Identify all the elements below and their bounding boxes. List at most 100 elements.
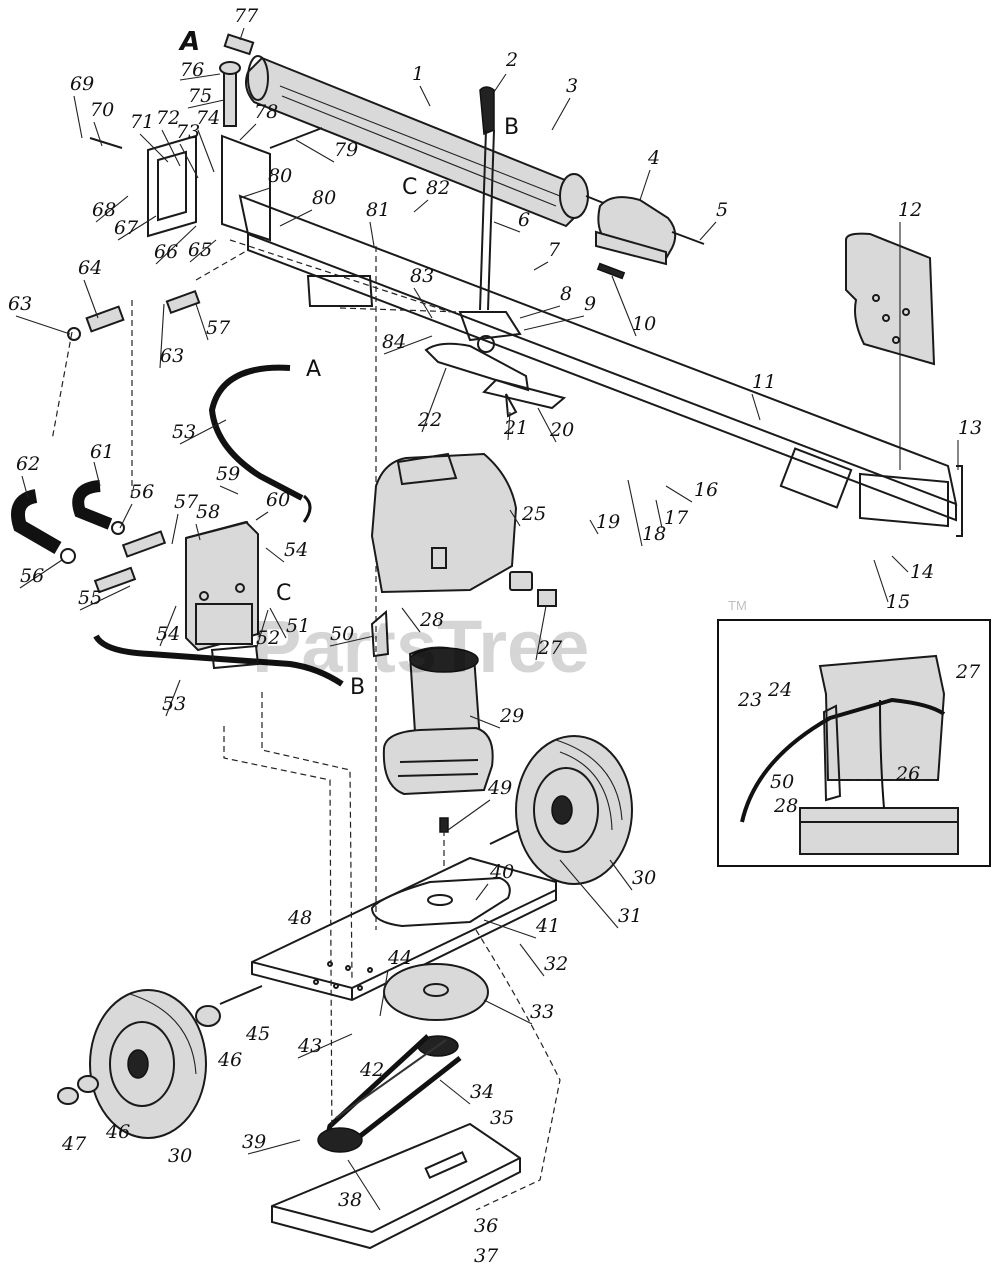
part-number-28[interactable]: 28: [419, 609, 444, 631]
part-number-5[interactable]: 5: [716, 199, 728, 221]
part-number-14[interactable]: 14: [910, 561, 934, 583]
part-number-78[interactable]: 78: [254, 101, 278, 123]
part-number-19[interactable]: 19: [596, 511, 620, 533]
part-number-61[interactable]: 61: [90, 441, 114, 463]
part-number-32[interactable]: 32: [544, 953, 568, 975]
part-number-48[interactable]: 48: [287, 907, 312, 929]
motor-shroud[interactable]: [370, 452, 518, 594]
part-number-56b[interactable]: 56: [20, 565, 44, 587]
part-number-40[interactable]: 40: [489, 861, 514, 883]
part-number-41[interactable]: 41: [535, 915, 560, 937]
part-number-43[interactable]: 43: [297, 1035, 322, 1057]
part-number-71[interactable]: 71: [130, 111, 154, 133]
part-number-79[interactable]: 79: [334, 139, 358, 161]
inset-part-number-26[interactable]: 26: [895, 763, 920, 785]
part-number-36[interactable]: 36: [474, 1215, 498, 1237]
part-number-12[interactable]: 12: [898, 199, 922, 221]
part-number-42[interactable]: 42: [359, 1059, 384, 1081]
inset-part-number-50[interactable]: 50: [770, 771, 794, 793]
part-number-53[interactable]: 53: [172, 421, 196, 443]
part-number-25[interactable]: 25: [521, 503, 546, 525]
part-number-46b[interactable]: 46: [105, 1121, 130, 1143]
part-number-77[interactable]: 77: [234, 5, 259, 27]
part-number-66[interactable]: 66: [154, 241, 178, 263]
part-number-4[interactable]: 4: [647, 147, 660, 169]
part-number-10[interactable]: 10: [632, 313, 656, 335]
pivot-plate[interactable]: [306, 275, 567, 418]
part-number-83[interactable]: 83: [410, 265, 434, 287]
part-number-11[interactable]: 11: [752, 371, 776, 393]
part-number-22[interactable]: 22: [417, 409, 442, 431]
electric-motor[interactable]: [382, 646, 494, 833]
part-number-67[interactable]: 67: [114, 217, 139, 239]
hydraulic-hoses[interactable]: [11, 364, 344, 687]
beam[interactable]: [238, 194, 963, 537]
part-number-69[interactable]: 69: [70, 73, 94, 95]
part-number-50[interactable]: 50: [330, 623, 354, 645]
bracket-assembly[interactable]: [89, 61, 323, 242]
part-number-52[interactable]: 52: [256, 627, 280, 649]
part-number-63[interactable]: 63: [8, 293, 32, 315]
wheel-right[interactable]: [515, 735, 633, 885]
part-number-72[interactable]: 72: [156, 107, 180, 129]
part-number-20[interactable]: 20: [549, 419, 574, 441]
inset-part-number-23[interactable]: 23: [737, 689, 762, 711]
part-number-70[interactable]: 70: [90, 99, 114, 121]
switch[interactable]: [509, 571, 557, 607]
part-number-76[interactable]: 76: [180, 59, 204, 81]
part-number-75[interactable]: 75: [188, 85, 212, 107]
part-number-45[interactable]: 45: [245, 1023, 270, 1045]
part-number-63b[interactable]: 63: [160, 345, 184, 367]
part-number-9[interactable]: 9: [584, 293, 596, 315]
part-number-38[interactable]: 38: [338, 1189, 362, 1211]
part-number-16[interactable]: 16: [694, 479, 718, 501]
part-number-34[interactable]: 34: [470, 1081, 494, 1103]
part-number-30[interactable]: 30: [632, 867, 656, 889]
part-number-68[interactable]: 68: [92, 199, 116, 221]
part-number-80[interactable]: 80: [268, 165, 292, 187]
part-number-44[interactable]: 44: [387, 947, 412, 969]
part-number-62[interactable]: 62: [16, 453, 40, 475]
part-number-60[interactable]: 60: [266, 489, 290, 511]
part-number-7[interactable]: 7: [548, 239, 561, 261]
part-number-33[interactable]: 33: [530, 1001, 554, 1023]
wedge[interactable]: [595, 196, 705, 266]
part-number-39[interactable]: 39: [242, 1131, 266, 1153]
part-number-80b[interactable]: 80: [312, 187, 336, 209]
part-number-57[interactable]: 57: [174, 491, 199, 513]
part-number-65[interactable]: 65: [188, 239, 212, 261]
part-number-58[interactable]: 58: [196, 501, 220, 523]
part-number-21[interactable]: 21: [503, 417, 528, 439]
part-number-6[interactable]: 6: [518, 209, 530, 231]
part-number-54b[interactable]: 54: [156, 623, 180, 645]
part-number-8[interactable]: 8: [560, 283, 572, 305]
part-number-1[interactable]: 1: [412, 63, 424, 85]
part-number-37[interactable]: 37: [474, 1245, 499, 1267]
part-number-35[interactable]: 35: [490, 1107, 514, 1129]
part-number-49[interactable]: 49: [487, 777, 512, 799]
part-number-59[interactable]: 59: [216, 463, 240, 485]
part-number-51[interactable]: 51: [286, 615, 310, 637]
part-number-56[interactable]: 56: [130, 481, 154, 503]
part-number-47[interactable]: 47: [61, 1133, 87, 1155]
part-number-15[interactable]: 15: [886, 591, 910, 613]
part-number-74[interactable]: 74: [196, 107, 220, 129]
foot-plate[interactable]: [845, 232, 936, 366]
inset-part-number-24[interactable]: 24: [767, 679, 792, 701]
drive-pulley[interactable]: [383, 963, 489, 1057]
fittings[interactable]: [60, 289, 201, 594]
part-number-13[interactable]: 13: [958, 417, 982, 439]
inset-part-number-27[interactable]: 27: [955, 661, 981, 683]
axle[interactable]: [57, 985, 263, 1105]
part-number-57b[interactable]: 57: [206, 317, 231, 339]
control-valve[interactable]: [185, 520, 260, 670]
part-number-53b[interactable]: 53: [162, 693, 186, 715]
wheel-left[interactable]: [89, 989, 207, 1139]
part-number-17[interactable]: 17: [664, 507, 689, 529]
part-number-30b[interactable]: 30: [168, 1145, 192, 1167]
part-number-82[interactable]: 82: [426, 177, 450, 199]
part-number-46[interactable]: 46: [217, 1049, 242, 1071]
pump-plate[interactable]: [271, 1122, 521, 1250]
part-number-54[interactable]: 54: [284, 539, 308, 561]
part-number-55[interactable]: 55: [78, 587, 102, 609]
